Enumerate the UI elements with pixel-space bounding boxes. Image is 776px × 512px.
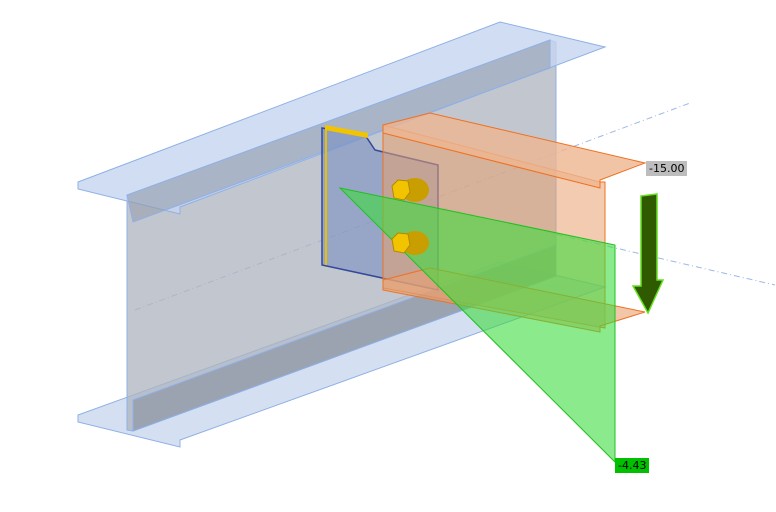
weld bbox=[325, 125, 368, 138]
stress-diagram bbox=[338, 187, 616, 464]
bolt bbox=[391, 231, 429, 255]
bolt bbox=[391, 178, 429, 202]
axis-line bbox=[429, 204, 776, 286]
bottom-stress-value: -4.43 bbox=[615, 458, 650, 473]
down-arrow-icon bbox=[631, 193, 665, 315]
top-stress-value: -15.00 bbox=[646, 161, 688, 176]
beam-top-flange bbox=[382, 112, 647, 189]
